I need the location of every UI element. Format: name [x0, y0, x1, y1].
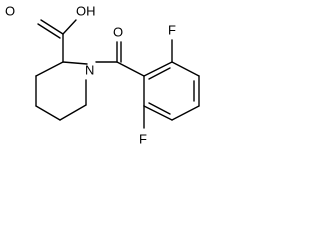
- bond-ar2-ar3: [171, 61, 200, 77]
- fluorine-bottom-label: F: [139, 132, 147, 147]
- bond-c4-c5: [35, 105, 61, 121]
- bond-c5-c6: [59, 104, 87, 121]
- bond-ar5-ar6-inner: [148, 102, 171, 115]
- carboxyl-oxygen-label: O: [5, 4, 15, 19]
- bond-carboxyl-oh: [62, 19, 77, 35]
- bond-ar1-ar2: [143, 61, 173, 77]
- bond-carboxyl-double-o-b: [37, 23, 61, 39]
- bond-carbonyl-ring-carbon: [116, 61, 145, 77]
- bond-ar1-ar2-inner: [148, 67, 171, 80]
- molecule-diagram: OH O N O F F: [5, 4, 200, 147]
- ring-nitrogen-label: N: [85, 63, 94, 78]
- difluorophenyl-ring: [143, 39, 200, 129]
- bond-ar5-ar6: [143, 105, 173, 121]
- amide-oxygen-label: O: [113, 25, 123, 40]
- bond-ar4-ar5: [171, 105, 200, 121]
- bond-carboxyl-double-o-a: [40, 19, 64, 35]
- bond-c2-c3: [35, 61, 64, 77]
- hydroxyl-label: OH: [76, 4, 96, 19]
- fluorine-top-label: F: [168, 23, 176, 38]
- piperidine-ring: [35, 61, 88, 121]
- carboxylic-acid-group: [37, 19, 77, 63]
- amide-group: [95, 41, 145, 77]
- bond-n1-c2: [62, 61, 88, 65]
